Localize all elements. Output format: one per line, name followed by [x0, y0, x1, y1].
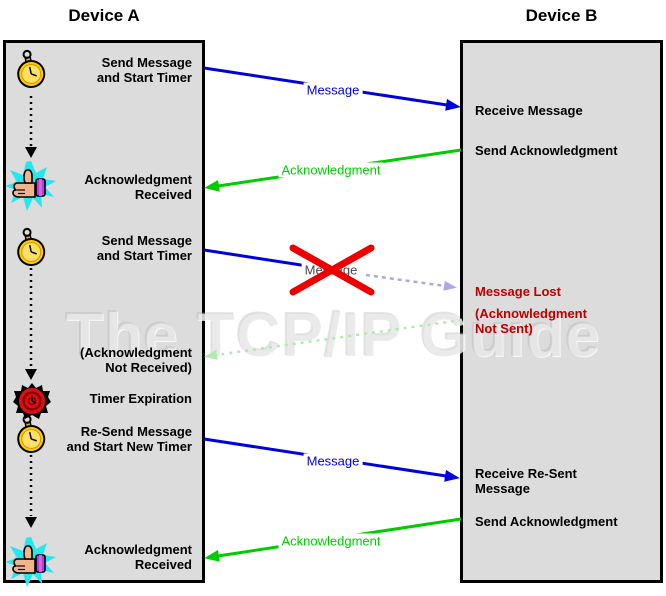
event-ack-not-received: (Acknowledgment Not Received): [80, 345, 192, 375]
event-send-message-1: Send Message and Start Timer: [96, 55, 192, 85]
event-send-ack-1: Send Acknowledgment: [475, 143, 618, 158]
thumbs-up-icon: [5, 161, 56, 211]
event-send-ack-2: Send Acknowledgment: [475, 514, 618, 529]
stopwatch-icon: [17, 49, 46, 88]
lost-message-arrow-dashed-part: [365, 273, 457, 291]
event-ack-received-2: Acknowledgment Received: [84, 542, 192, 572]
event-receive-message: Receive Message: [475, 103, 583, 118]
device-b-title: Device B: [525, 6, 598, 25]
ack-label-2: Acknowledgment: [278, 533, 384, 549]
lost-message-label: Message: [301, 262, 361, 278]
message-label-2: Message: [303, 453, 363, 469]
timer-expired-icon: [13, 383, 51, 419]
event-ack-received-1: Acknowledgment Received: [84, 172, 192, 202]
device-a-title: Device A: [68, 6, 140, 25]
device-b-box: [460, 40, 663, 583]
event-message-lost: Message Lost: [475, 284, 561, 299]
stopwatch-icon: [17, 414, 46, 453]
stopwatch-icon: [17, 227, 46, 266]
event-send-message-2: Send Message and Start Timer: [96, 233, 192, 263]
event-resend-message: Re-Send Message and Start New Timer: [66, 424, 192, 454]
ack-label-1: Acknowledgment: [278, 162, 384, 178]
message-label-1: Message: [303, 82, 363, 98]
event-receive-resent-message: Receive Re-Sent Message: [475, 466, 577, 496]
event-timer-expiration: Timer Expiration: [89, 391, 192, 406]
event-ack-not-sent: (Acknowledgment Not Sent): [475, 306, 587, 336]
thumbs-up-icon: [5, 537, 56, 587]
device-a-box: [3, 40, 205, 583]
